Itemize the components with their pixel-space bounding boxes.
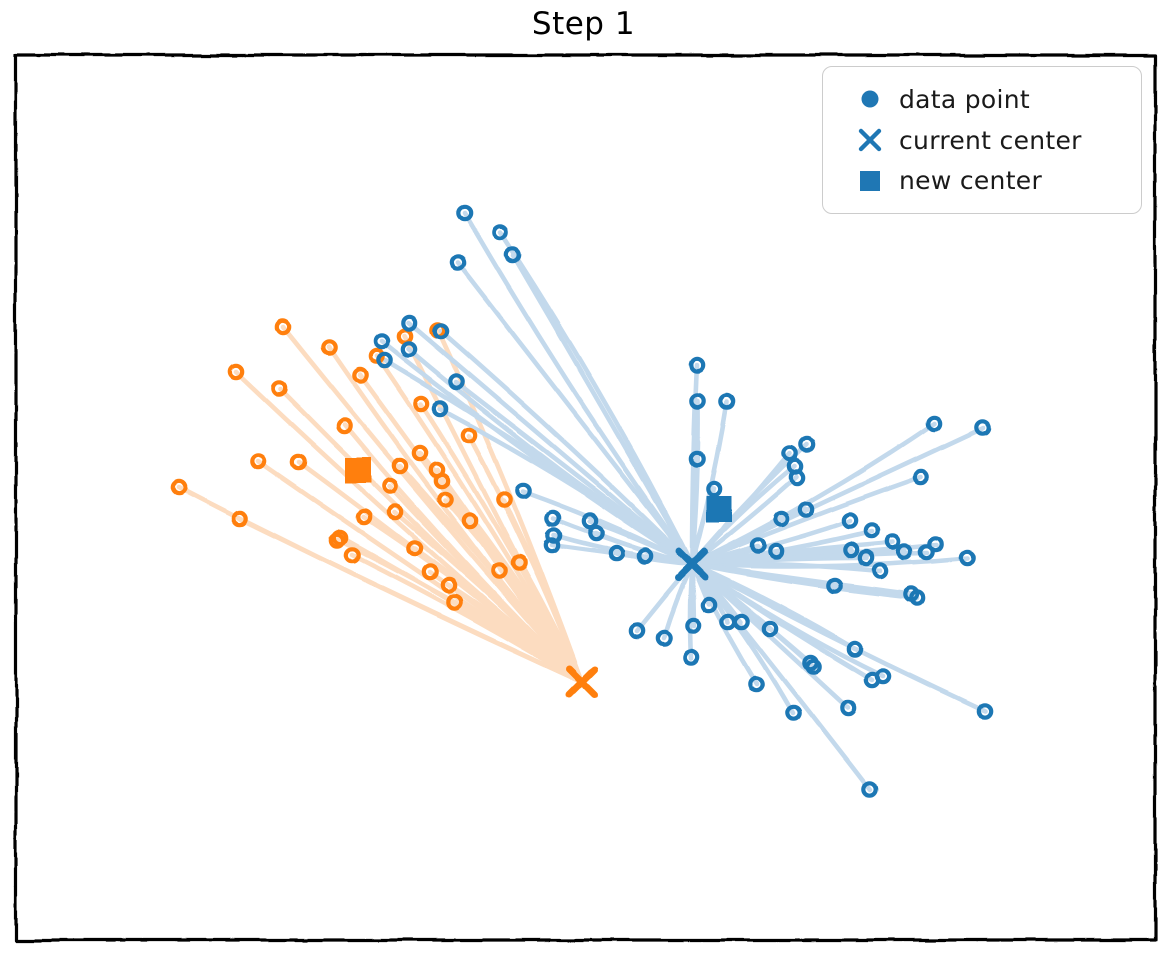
x-marker-icon — [841, 125, 899, 155]
data-points-orange — [170, 318, 529, 611]
legend-label-new-center: new center — [899, 166, 1043, 196]
assignment-lines-orange — [176, 324, 585, 685]
legend-entry-new-center: new center — [841, 160, 1127, 201]
circle-marker-icon — [841, 84, 899, 114]
legend-entry-data-point: data point — [841, 79, 1127, 120]
current-center-markers — [565, 547, 709, 699]
legend: data point current center — [822, 66, 1142, 214]
legend-label-current-center: current center — [899, 125, 1082, 155]
new-center-markers — [345, 457, 732, 522]
plot-frame — [14, 53, 1157, 942]
square-marker-icon — [841, 166, 899, 196]
legend-label-data-point: data point — [899, 84, 1031, 114]
legend-entry-current-center: current center — [841, 120, 1127, 161]
data-points-blue — [373, 204, 994, 799]
